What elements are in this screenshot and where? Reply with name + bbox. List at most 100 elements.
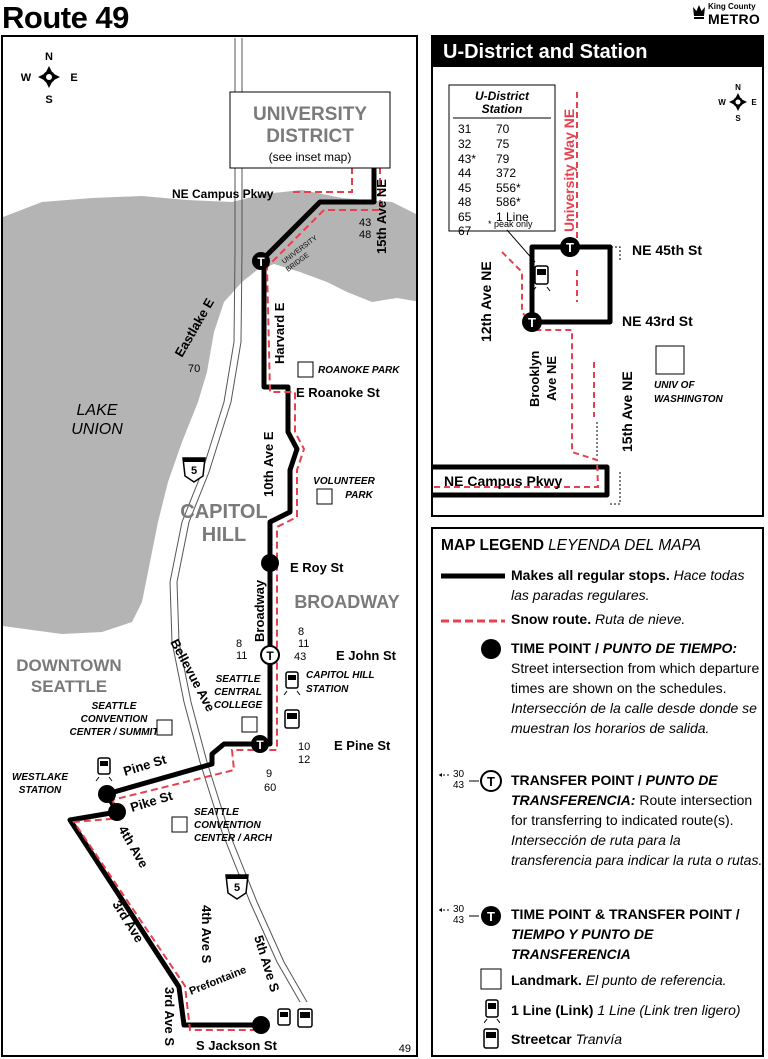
transfer-john-top-1: 8 xyxy=(298,626,304,638)
svg-text:5: 5 xyxy=(234,882,240,894)
svg-text:T: T xyxy=(528,315,536,330)
svg-text:32: 32 xyxy=(458,137,472,151)
landmark-arch-2: CONVENTION xyxy=(194,820,261,831)
svg-text:372: 372 xyxy=(496,166,516,180)
street-university-way: University Way NE xyxy=(561,109,577,232)
landmark-summit-3: CENTER / SUMMIT xyxy=(70,727,160,738)
street-broadway: Broadway xyxy=(252,579,267,642)
transfer-eastlake: 70 xyxy=(188,363,200,375)
svg-text:43: 43 xyxy=(453,915,465,926)
link-station-icon xyxy=(283,671,301,696)
snow-route-line xyxy=(72,167,381,1031)
svg-text:1 Line: 1 Line xyxy=(496,210,529,224)
landmark-arch-1: SEATTLE xyxy=(194,807,239,818)
legend-snow: Snow route. Ruta de nieve. xyxy=(511,611,686,627)
link-train-icon xyxy=(484,999,500,1023)
inset-route-line xyxy=(433,244,613,498)
street-campus-pkwy: NE Campus Pkwy xyxy=(444,473,562,489)
area-university: UNIVERSITY xyxy=(253,104,367,125)
page-number: 49 xyxy=(399,1043,411,1055)
street-e-roy-st: E Roy St xyxy=(290,560,344,575)
timepoint-pike-icon xyxy=(108,803,126,821)
landmark-capitol-hill-station-1: CAPITOL HILL xyxy=(306,670,375,681)
landmark-volunteer-park-1: VOLUNTEER xyxy=(313,476,375,487)
interstate-shield-icon: 5 xyxy=(182,457,206,483)
station-routes-right: 70 75 79 372 556* 586* 1 Line xyxy=(496,122,529,224)
snow-route-line-icon xyxy=(441,619,505,623)
svg-text:70: 70 xyxy=(496,122,510,136)
transfer-john-right: 43 xyxy=(294,651,306,663)
transfer-timepoint-pine-icon: T xyxy=(251,735,269,753)
svg-text:31: 31 xyxy=(458,122,472,136)
street-4th-ave: 4th Ave xyxy=(115,823,151,870)
transfer-pine-right-1: 10 xyxy=(298,741,310,753)
street-4th-ave-s: 4th Ave S xyxy=(199,905,214,964)
landmark-summit-2: CONVENTION xyxy=(81,714,148,725)
svg-text:T: T xyxy=(487,774,495,789)
landmark-scc-3: COLLEGE xyxy=(214,700,263,711)
svg-text:43*: 43* xyxy=(458,152,476,166)
svg-text:T: T xyxy=(257,255,265,269)
landmark-capitol-hill-station-2: STATION xyxy=(306,684,349,695)
lake-union-label-2: UNION xyxy=(71,421,123,438)
landmark-scc-1: SEATTLE xyxy=(216,674,261,685)
svg-text:75: 75 xyxy=(496,137,510,151)
compass-s: S xyxy=(45,94,52,106)
svg-text:30: 30 xyxy=(453,904,465,915)
area-seattle: SEATTLE xyxy=(31,677,107,696)
logo-metro: METRO xyxy=(708,11,761,27)
transfer-john-top-2: 11 xyxy=(298,638,309,650)
landmark-uw-1: UNIV OF xyxy=(654,380,695,391)
landmark-volunteer-park-2: PARK xyxy=(345,490,373,501)
transfer-pine-right-2: 12 xyxy=(298,754,310,766)
timepoint-icon xyxy=(481,639,501,659)
metro-logo: King County METRO xyxy=(692,2,760,28)
streetcar-icon xyxy=(483,1028,499,1049)
street-harvard-e: Harvard E xyxy=(272,302,287,364)
link-station-icon xyxy=(532,265,551,292)
area-broadway: BROADWAY xyxy=(294,592,399,612)
svg-text:N: N xyxy=(735,83,741,92)
svg-text:S: S xyxy=(735,114,741,123)
street-12th-ave: 12th Ave NE xyxy=(478,261,494,342)
main-map[interactable]: UNIVERSITY DISTRICT (see inset map) N S … xyxy=(1,35,418,1057)
street-ne-campus-pkwy: NE Campus Pkwy xyxy=(172,187,274,201)
street-pine-st: Pine St xyxy=(121,751,168,778)
svg-text:45: 45 xyxy=(458,181,472,195)
svg-text:44: 44 xyxy=(458,166,472,180)
street-15th-ave-ne: 15th Ave NE xyxy=(374,179,389,254)
inset-map[interactable]: U-District and Station U-District Statio… xyxy=(431,35,764,517)
inset-title: U-District and Station xyxy=(433,37,762,67)
transfer-timepoint-45th-icon: T xyxy=(560,237,580,257)
transfer-campus-2: 48 xyxy=(359,229,371,241)
transfer-timepoint-campus-icon: T xyxy=(252,252,270,270)
transfer-pine-down-1: 9 xyxy=(266,768,272,780)
compass-icon: N S W E xyxy=(21,51,78,106)
link-station-icon xyxy=(277,1008,291,1026)
transfer-campus-1: 43 xyxy=(359,217,371,229)
svg-text:556*: 556* xyxy=(496,181,521,195)
lake-union xyxy=(3,190,416,634)
crown-icon xyxy=(693,5,705,19)
svg-text:E: E xyxy=(751,98,757,107)
area-hill: HILL xyxy=(202,524,246,546)
area-capitol: CAPITOL xyxy=(180,501,267,523)
street-3rd-ave-s: 3rd Ave S xyxy=(162,987,177,1046)
transfer-timepoint-43rd-icon: T xyxy=(522,312,542,332)
area-downtown: DOWNTOWN xyxy=(16,656,121,675)
landmark-summit-1: SEATTLE xyxy=(92,701,137,712)
street-ne-43rd: NE 43rd St xyxy=(622,313,693,329)
compass-e: E xyxy=(70,72,77,84)
landmark-icon xyxy=(480,968,502,990)
landmark-roanoke-park: ROANOKE PARK xyxy=(318,365,400,376)
street-prefontaine: Prefontaine xyxy=(188,964,249,998)
svg-text:30: 30 xyxy=(453,769,465,780)
street-brooklyn-2: Ave NE xyxy=(544,356,559,401)
compass-icon: N S W E xyxy=(718,83,757,123)
street-ne-45th: NE 45th St xyxy=(632,242,702,258)
svg-text:586*: 586* xyxy=(496,195,521,209)
svg-text:5: 5 xyxy=(191,465,197,477)
street-brooklyn-1: Brooklyn xyxy=(527,351,542,407)
legend-timepoint: TIME POINT / PUNTO DE TIEMPO: Street int… xyxy=(511,640,760,736)
